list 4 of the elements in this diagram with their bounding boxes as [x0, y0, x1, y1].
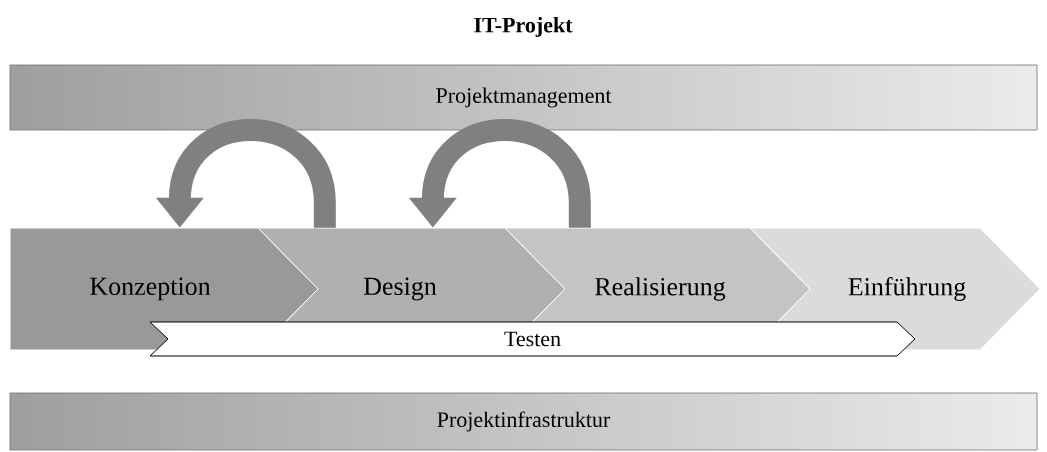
band: Projektinfrastruktur — [9, 392, 1038, 451]
title: IT-Projekt — [474, 17, 573, 37]
test-band: Testen — [149, 321, 916, 357]
band: Projektmanagement — [9, 64, 1038, 131]
